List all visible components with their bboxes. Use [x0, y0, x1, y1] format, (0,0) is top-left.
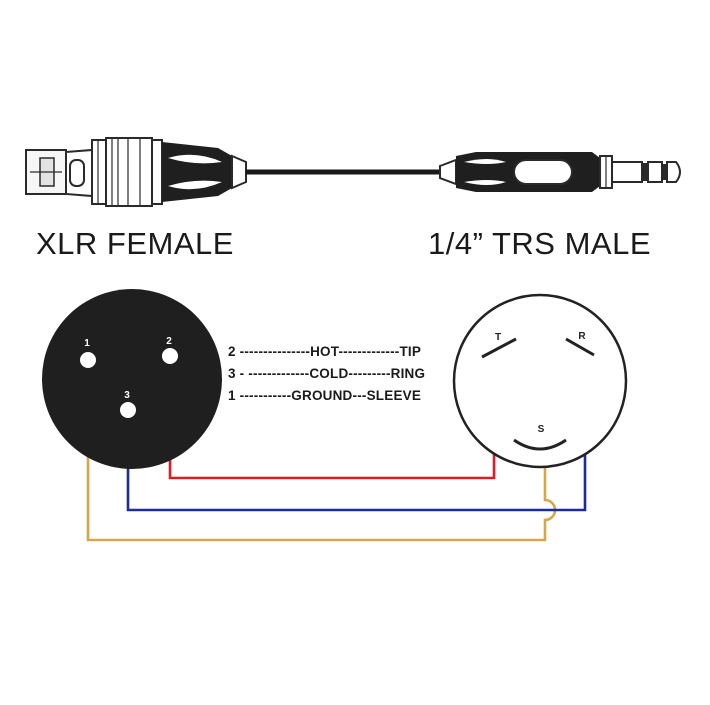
xlr-female-connector-illustration	[25, 137, 247, 207]
legend-line-hot: 2 ---------------HOT-------------TIP	[228, 344, 422, 359]
trs-male-title: 1/4” TRS MALE	[428, 226, 652, 261]
xlr-pin-2-label: 2	[166, 336, 172, 347]
ground-wire	[86, 362, 557, 542]
trs-ring-label: R	[578, 331, 586, 342]
xlr-female-title: XLR FEMALE	[36, 226, 234, 261]
trs-tip-terminal	[481, 337, 517, 359]
xlr-pin-1-label: 1	[84, 338, 90, 349]
legend-line-ground: 1 -----------GROUND---SLEEVE	[228, 388, 422, 403]
trs-tip-label: T	[495, 332, 501, 343]
xlr-pin-2	[162, 348, 178, 364]
xlr-pin-1	[80, 352, 96, 368]
trs-sleeve-terminal	[513, 438, 567, 451]
trs-ring-terminal	[565, 337, 595, 357]
xlr-female-face: 1 2 3	[42, 289, 222, 469]
xlr-pin-3-label: 3	[124, 390, 130, 401]
xlr-pin-3	[120, 402, 136, 418]
trs-sleeve-label: S	[538, 424, 545, 435]
trs-male-face: T R S	[452, 293, 628, 469]
legend-line-cold: 3 - -------------COLD---------RING	[228, 366, 426, 381]
trs-male-connector-illustration	[439, 152, 681, 192]
